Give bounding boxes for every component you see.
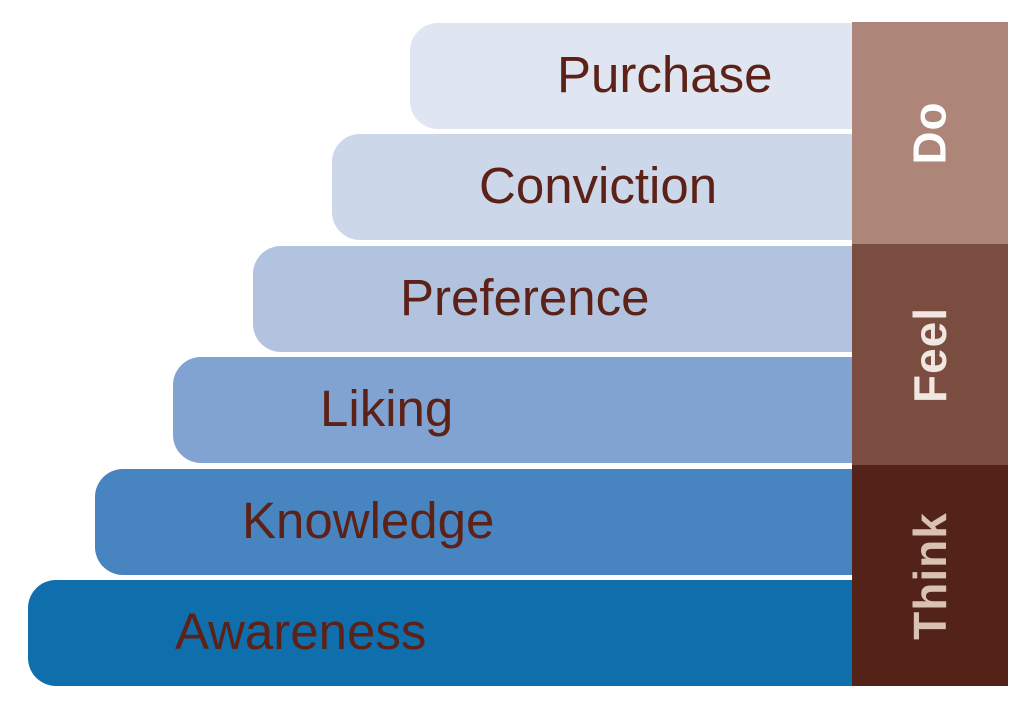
group-label-do: Do <box>903 101 956 165</box>
group-segment-feel: Feel <box>852 244 1008 465</box>
group-label-think: Think <box>903 511 956 640</box>
stage-label-preference: Preference <box>400 268 650 326</box>
stage-label-conviction: Conviction <box>479 156 718 214</box>
stage-bar-liking: Liking <box>173 357 860 463</box>
stage-bar-conviction: Conviction <box>332 134 860 240</box>
group-label-feel: Feel <box>903 306 956 403</box>
stage-bar-purchase: Purchase <box>410 23 860 129</box>
stage-label-purchase: Purchase <box>557 45 773 103</box>
stage-bar-preference: Preference <box>253 246 860 352</box>
stage-label-liking: Liking <box>320 379 454 437</box>
stage-label-knowledge: Knowledge <box>242 491 495 549</box>
stage-bar-knowledge: Knowledge <box>95 469 860 575</box>
stage-label-awareness: Awareness <box>175 602 427 660</box>
group-segment-think: Think <box>852 465 1008 686</box>
stage-bar-awareness: Awareness <box>28 580 860 686</box>
group-segment-do: Do <box>852 22 1008 244</box>
